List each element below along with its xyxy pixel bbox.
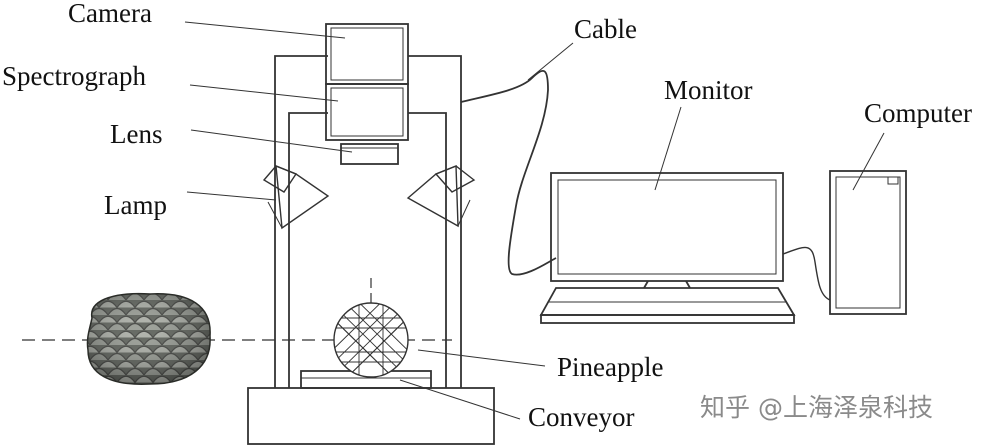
label-computer: Computer (864, 98, 972, 128)
monitor-computer-wire (782, 246, 831, 301)
watermark: 知乎 @上海泽泉科技 (700, 393, 933, 422)
leader-computer (852, 132, 885, 191)
pineapple-photo (86, 292, 211, 385)
label-cable: Cable (574, 14, 637, 44)
frame-inner-right (408, 112, 447, 388)
lens (340, 143, 399, 165)
label-pineapple: Pineapple (557, 352, 663, 382)
leader-conveyor (399, 379, 521, 420)
frame (274, 55, 462, 388)
frame-outer-right (408, 55, 462, 388)
label-conveyor: Conveyor (528, 402, 634, 432)
base (247, 387, 495, 445)
leader-camera (184, 21, 346, 39)
frame-outer-left (274, 55, 328, 388)
label-camera: Camera (68, 0, 152, 28)
cable (460, 69, 557, 276)
computer (829, 170, 907, 315)
leader-lines (184, 21, 885, 420)
leader-lamp (186, 191, 277, 201)
spectrograph (325, 83, 409, 141)
label-lamp: Lamp (104, 190, 167, 220)
label-lens: Lens (110, 119, 162, 149)
label-monitor: Monitor (664, 75, 753, 105)
lamp-left (262, 164, 330, 230)
leader-pineapple (417, 349, 546, 367)
leader-monitor (654, 106, 682, 191)
camera (325, 23, 409, 85)
label-spectrograph: Spectrograph (2, 61, 146, 91)
monitor (539, 172, 796, 324)
lamp-right (406, 164, 476, 228)
leader-spectrograph (189, 84, 339, 102)
leader-lens (190, 129, 353, 153)
frame-inner-left (288, 112, 328, 388)
leader-cable (527, 42, 574, 81)
